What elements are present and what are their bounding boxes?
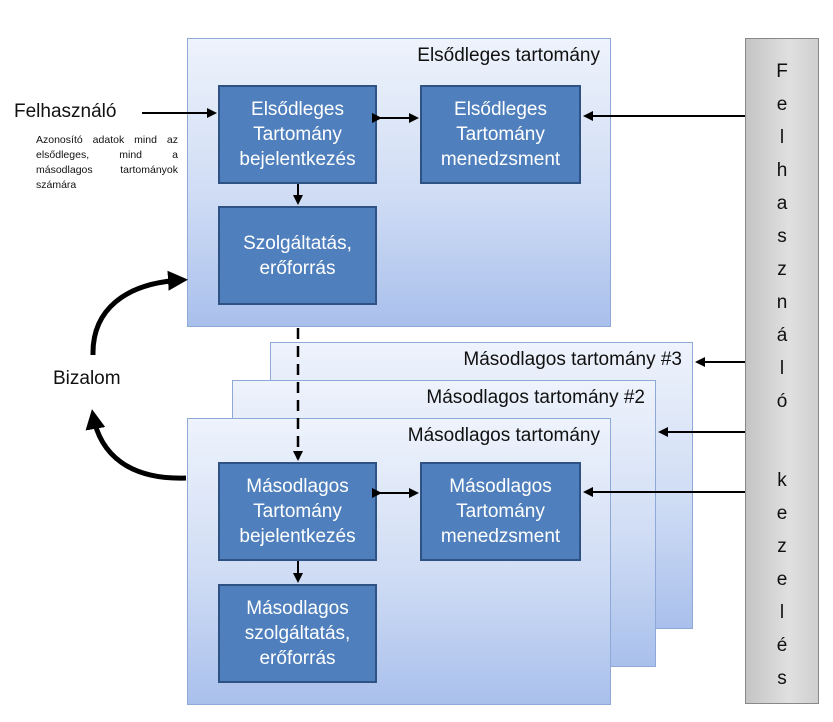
um-char: é bbox=[776, 635, 788, 656]
primary-service-label: Szolgáltatás, erőforrás bbox=[243, 232, 352, 279]
secondary-management-box: Másodlagos Tartomány menedzsment bbox=[420, 462, 581, 561]
um-char: á bbox=[776, 325, 788, 346]
um-char: e bbox=[776, 503, 788, 524]
secondary-domain-3-title: Másodlagos tartomány #3 bbox=[463, 349, 682, 370]
um-char: ó bbox=[776, 391, 788, 412]
um-char: s bbox=[777, 226, 787, 247]
um-char: l bbox=[779, 602, 785, 623]
um-char: F bbox=[776, 61, 788, 82]
user-label: Felhasználó bbox=[14, 101, 117, 122]
secondary-domain-2-title: Másodlagos tartomány #2 bbox=[426, 387, 645, 408]
primary-domain-title: Elsődleges tartomány bbox=[417, 45, 600, 66]
um-char: s bbox=[777, 668, 787, 689]
secondary-service-label: Másodlagos szolgáltatás, erőforrás bbox=[244, 598, 351, 669]
secondary-domain-title: Másodlagos tartomány bbox=[407, 425, 600, 446]
um-char: k bbox=[777, 470, 787, 491]
um-char: z bbox=[777, 536, 787, 557]
secondary-login-label: Másodlagos Tartomány bejelentkezés bbox=[239, 476, 356, 547]
credentials-note: Azonosító adatok mind az elsődleges, min… bbox=[36, 134, 178, 191]
um-char: l bbox=[779, 358, 785, 379]
um-char: e bbox=[776, 569, 788, 590]
um-char: a bbox=[776, 193, 788, 214]
um-char: l bbox=[779, 127, 785, 148]
primary-service-box: Szolgáltatás, erőforrás bbox=[218, 206, 377, 305]
trust-label: Bizalom bbox=[53, 368, 121, 389]
secondary-login-box: Másodlagos Tartomány bejelentkezés bbox=[218, 462, 377, 561]
um-char: z bbox=[777, 259, 787, 280]
primary-management-box: Elsődleges Tartomány menedzsment bbox=[420, 85, 581, 184]
primary-management-label: Elsődleges Tartomány menedzsment bbox=[440, 99, 561, 170]
primary-login-box: Elsődleges Tartomány bejelentkezés bbox=[218, 85, 377, 184]
primary-login-label: Elsődleges Tartomány bejelentkezés bbox=[239, 99, 356, 170]
secondary-management-label: Másodlagos Tartomány menedzsment bbox=[440, 476, 561, 547]
trust-arrow-to-secondary bbox=[85, 409, 187, 481]
um-char: n bbox=[776, 292, 788, 313]
secondary-service-box: Másodlagos szolgáltatás, erőforrás bbox=[218, 584, 377, 683]
um-char: h bbox=[776, 160, 788, 181]
trust-arrow-to-primary bbox=[90, 270, 188, 356]
um-char: e bbox=[776, 94, 788, 115]
